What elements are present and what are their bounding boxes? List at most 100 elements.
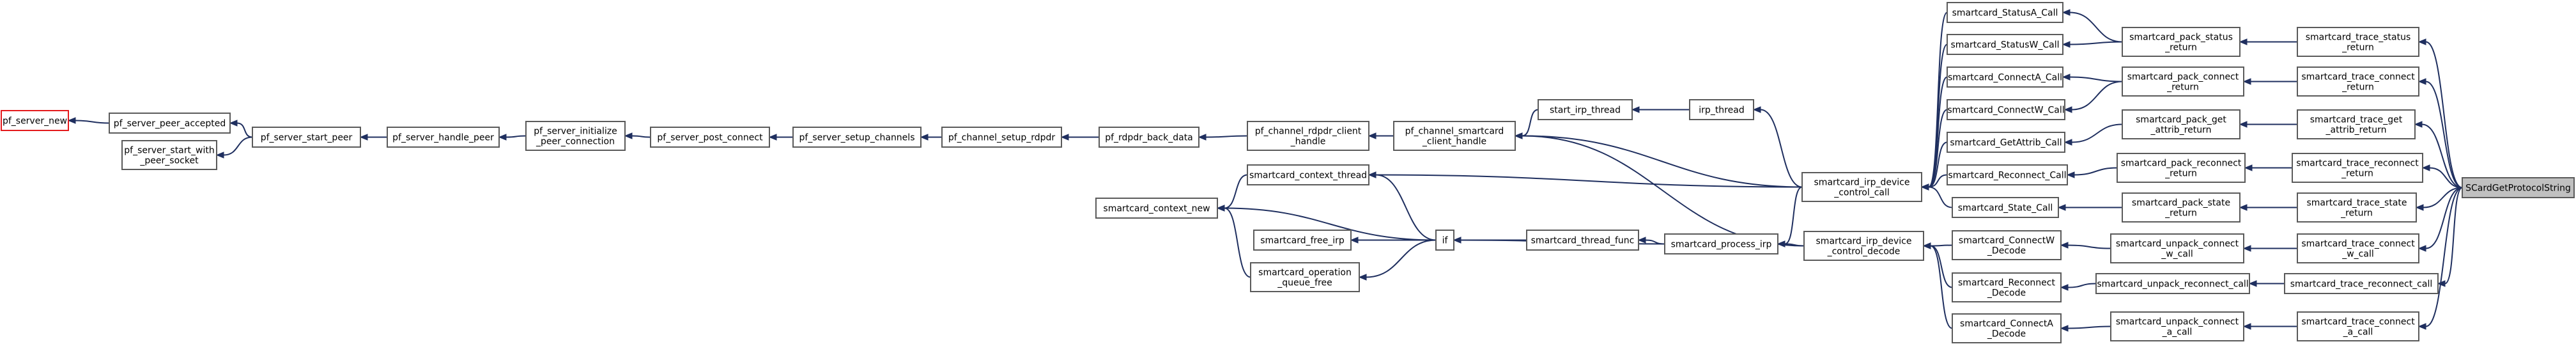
node-box [2297, 192, 2417, 223]
node-if[interactable]: if [1435, 230, 1454, 251]
edge-smartcard-unpack-connect-w-call-to-smartcard-connectw-decode [2060, 242, 2111, 249]
node-label: _a_call [2162, 327, 2193, 338]
node-box [121, 140, 217, 170]
node-smartcard-trace-connect-w-call[interactable]: smartcard_trace_connect_w_call [2297, 233, 2419, 263]
node-smartcard-statusa-call[interactable]: smartcard_StatusA_Call [1947, 2, 2063, 23]
node-smartcard-context-thread[interactable]: smartcard_context_thread [1247, 164, 1369, 185]
node-label: smartcard_trace_connect [2301, 317, 2415, 327]
arrowhead-icon [2062, 74, 2071, 81]
arrowhead-icon [2242, 323, 2251, 330]
node-box [1095, 198, 1218, 219]
arrowhead-icon [1368, 171, 1377, 178]
edge-smartcard-unpack-reconnect-call-to-smartcard-reconnect-decode [2060, 283, 2097, 291]
node-pf-server-peer-accepted[interactable]: pf_server_peer_accepted [109, 113, 231, 134]
node-smartcard-unpack-connect-a-call[interactable]: smartcard_unpack_connect_a_call [2110, 311, 2244, 341]
arrowhead-icon [2421, 164, 2430, 171]
node-pf-rdpdr-back-data[interactable]: pf_rdpdr_back_data [1099, 127, 1199, 148]
node-smartcard-thread-func[interactable]: smartcard_thread_func [1526, 230, 1639, 251]
node-scardgetprotocolstring[interactable]: SCardGetProtocolString [2462, 177, 2575, 198]
node-label: _return [2164, 43, 2197, 53]
node-start-irp-thread[interactable]: start_irp_thread [1538, 99, 1633, 120]
node-label: pf_channel_rdpdr_client [1255, 127, 1362, 137]
node-smartcard-state-call[interactable]: smartcard_State_Call [1952, 197, 2059, 218]
edge-smartcard-pack-status-return-to-smartcard-statusw-call [2062, 41, 2123, 48]
node-label: pf_server_initialize [534, 127, 617, 137]
node-smartcard-trace-get-attrib-return[interactable]: smartcard_trace_get_attrib_return [2297, 109, 2416, 139]
node-box [1664, 233, 1778, 254]
node-label: smartcard_State_Call [1958, 203, 2053, 214]
node-smartcard-statusw-call[interactable]: smartcard_StatusW_Call [1947, 34, 2063, 55]
edge-smartcard-connectw-call-to-smartcard-irp-device-control-call [1920, 109, 1948, 191]
node-pf-server-setup-channels[interactable]: pf_server_setup_channels [792, 127, 922, 148]
node-smartcard-connectw-call[interactable]: smartcard_ConnectW_Call [1947, 99, 2065, 120]
node-box [2297, 233, 2419, 263]
arrowhead-icon [1060, 134, 1069, 141]
node-box [252, 127, 361, 148]
edge-smartcard-pack-state-return-to-smartcard-state-call [2057, 204, 2122, 211]
node-smartcard-reconnect-call[interactable]: smartcard_Reconnect_Call [1947, 164, 2068, 185]
node-pf-server-handle-peer[interactable]: pf_server_handle_peer [387, 127, 500, 148]
node-smartcard-pack-state-return[interactable]: smartcard_pack_state_return [2122, 192, 2241, 223]
node-smartcard-trace-connect-a-call[interactable]: smartcard_trace_connect_a_call [2297, 311, 2419, 341]
edge-smartcard-irp-device-control-call-to-irp-thread [1752, 106, 1803, 188]
edge-smartcard-trace-reconnect-call-to-smartcard-unpack-reconnect-call [2248, 280, 2285, 287]
node-label: smartcard_trace_reconnect [2296, 159, 2419, 169]
node-label: _return [2341, 43, 2374, 53]
node-smartcard-process-irp[interactable]: smartcard_process_irp [1664, 233, 1778, 254]
node-smartcard-trace-reconnect-call[interactable]: smartcard_trace_reconnect_call [2284, 273, 2439, 294]
node-smartcard-trace-reconnect-return[interactable]: smartcard_trace_reconnect_return [2292, 153, 2423, 183]
node-box [1689, 99, 1754, 120]
arrowhead-icon [215, 152, 224, 159]
node-pf-server-initialize-peer-connection[interactable]: pf_server_initialize_peer_connection [525, 121, 626, 151]
node-smartcard-operation-queue-free[interactable]: smartcard_operation_queue_free [1250, 262, 1360, 292]
node-smartcard-trace-state-return[interactable]: smartcard_trace_state_return [2297, 192, 2417, 223]
node-smartcard-reconnect-decode[interactable]: smartcard_Reconnect_Decode [1952, 272, 2062, 302]
node-label: start_irp_thread [1550, 106, 1621, 116]
node-label: pf_server_start_with [124, 146, 214, 156]
node-smartcard-irp-device-control-decode[interactable]: smartcard_irp_device_control_decode [1803, 231, 1924, 261]
arrowhead-icon [2418, 245, 2426, 252]
node-smartcard-getattrib-call[interactable]: smartcard_GetAttrib_Call [1947, 132, 2065, 153]
node-smartcard-pack-get-attrib-return[interactable]: smartcard_pack_get_attrib_return [2122, 109, 2241, 139]
node-irp-thread[interactable]: irp_thread [1689, 99, 1754, 120]
node-label: smartcard_irp_device [1816, 237, 1912, 247]
edge-smartcard-irp-device-control-call-to-smartcard-process-irp [1777, 186, 1803, 247]
node-smartcard-context-new[interactable]: smartcard_context_new [1095, 198, 1218, 219]
node-smartcard-trace-connect-return[interactable]: smartcard_trace_connect_return [2297, 66, 2419, 97]
edge-smartcard-state-call-to-smartcard-irp-device-control-call [1920, 184, 1953, 208]
node-pf-server-start-peer[interactable]: pf_server_start_peer [252, 127, 361, 148]
node-pf-server-post-connect[interactable]: pf_server_post_connect [650, 127, 770, 148]
node-smartcard-pack-status-return[interactable]: smartcard_pack_status_return [2122, 27, 2241, 57]
node-label: pf_server_post_connect [657, 133, 763, 143]
edge-smartcard-pack-reconnect-return-to-smartcard-reconnect-call [2066, 167, 2118, 178]
node-pf-server-start-with-peer-socket[interactable]: pf_server_start_with_peer_socket [121, 140, 217, 170]
node-label: smartcard_trace_status [2306, 33, 2411, 43]
node-label: if [1442, 236, 1449, 246]
arrowhead-icon [2057, 204, 2066, 211]
node-box [2297, 66, 2419, 97]
node-smartcard-unpack-reconnect-call[interactable]: smartcard_unpack_reconnect_call [2095, 273, 2250, 294]
node-smartcard-unpack-connect-w-call[interactable]: smartcard_unpack_connect_w_call [2110, 233, 2244, 263]
node-pf-channel-rdpdr-client-handle[interactable]: pf_channel_rdpdr_client_handle [1247, 121, 1369, 151]
node-label: smartcard_free_irp [1260, 236, 1345, 246]
node-pf-channel-setup-rdpdr[interactable]: pf_channel_setup_rdpdr [941, 127, 1062, 148]
node-label: smartcard_unpack_connect [2116, 317, 2239, 327]
node-pf-channel-smartcard-client-handle[interactable]: pf_channel_smartcard_client_handle [1393, 121, 1516, 151]
node-box [2462, 177, 2575, 198]
node-smartcard-connecta-decode[interactable]: smartcard_ConnectA_Decode [1952, 313, 2062, 343]
node-smartcard-irp-device-control-call[interactable]: smartcard_irp_device_control_call [1801, 172, 1922, 202]
node-smartcard-free-irp[interactable]: smartcard_free_irp [1253, 230, 1352, 251]
node-smartcard-pack-reconnect-return[interactable]: smartcard_pack_reconnect_return [2117, 153, 2246, 183]
node-label: _return [2166, 82, 2199, 93]
arrowhead-icon [2418, 78, 2426, 85]
node-smartcard-connecta-call[interactable]: smartcard_ConnectA_Call [1947, 66, 2063, 88]
edge-pf-channel-rdpdr-client-handle-to-pf-rdpdr-back-data [1198, 134, 1248, 141]
node-smartcard-connectw-decode[interactable]: smartcard_ConnectW_Decode [1952, 230, 2062, 260]
node-pf-server-new[interactable]: pf_server_new [1, 110, 69, 131]
edge-line [2444, 187, 2463, 285]
arrowhead-icon [1752, 106, 1761, 113]
node-smartcard-trace-status-return[interactable]: smartcard_trace_status_return [2297, 27, 2419, 57]
node-box [1801, 172, 1922, 202]
node-box [2122, 192, 2241, 223]
node-smartcard-pack-connect-return[interactable]: smartcard_pack_connect_return [2122, 66, 2244, 97]
